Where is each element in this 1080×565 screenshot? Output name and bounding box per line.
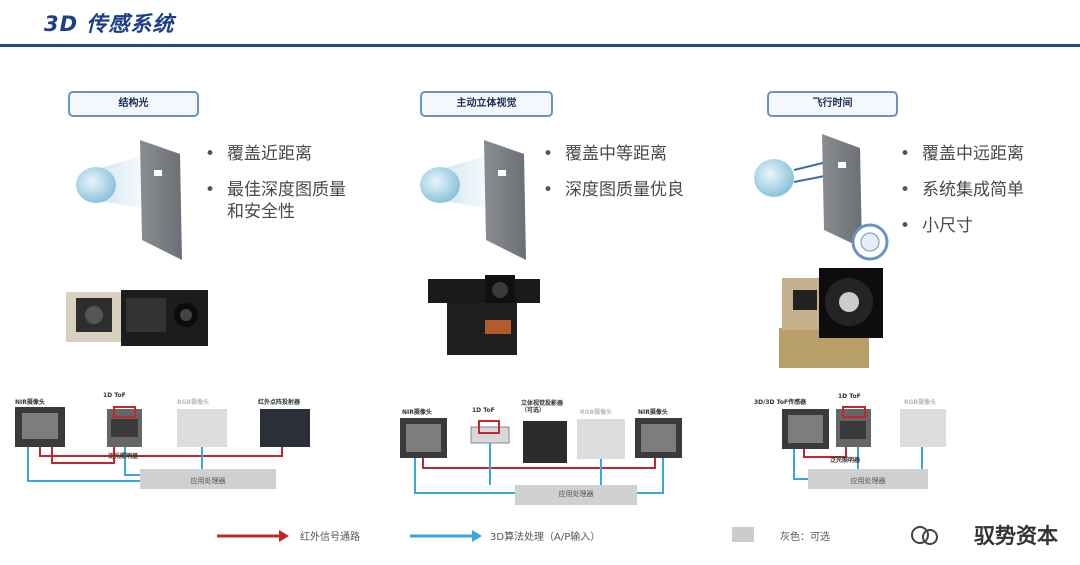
tech-title-structured-light: 结构光	[68, 91, 199, 117]
tof-sensor-label: 3D/3D ToF传感器	[754, 399, 807, 406]
tech-title-active-stereo: 主动立体视觉	[420, 91, 553, 117]
tof-1d-label: 1D ToF	[838, 393, 861, 400]
active-stereo-illustration	[420, 140, 526, 260]
structured-light-block-diagram	[15, 406, 310, 489]
bullet-item: 覆盖中远距离	[900, 143, 1070, 165]
bullet-item: 小尺寸	[900, 215, 1070, 237]
watermark: 驭势资本	[974, 524, 1058, 548]
processor-label: 应用处理器	[850, 477, 886, 485]
structured-light-module-photo	[66, 290, 208, 346]
legend-optional: 灰色：可选	[780, 532, 830, 543]
tof-label: 1D ToF	[472, 407, 495, 414]
tech-title-tof: 飞行时间	[767, 91, 898, 117]
tof-block-diagram	[782, 406, 946, 489]
red-arrow-icon	[217, 530, 289, 542]
legend-grey-swatch	[732, 527, 754, 542]
nir-camera-label: NIR摄像头	[15, 399, 45, 406]
wechat-logo-icon	[911, 526, 938, 545]
bullet-item: 覆盖近距离	[205, 143, 355, 165]
legend-ir-path: 红外信号通路	[300, 532, 360, 543]
header-divider	[0, 44, 1080, 47]
page-header: 3D 传感系统	[0, 0, 1080, 50]
bullet-item: 系统集成简单	[900, 179, 1070, 201]
legend: 红外信号通路 3D算法处理（A/P输入） 灰色：可选	[0, 515, 1080, 555]
structured-light-bullets: 覆盖近距离 最佳深度图质量和安全性	[205, 143, 355, 237]
blue-arrow-icon	[410, 530, 482, 542]
flood-illuminator-label: 泛光照明器	[830, 457, 861, 464]
tof-module-photo	[779, 268, 883, 368]
nir-camera-right-label: NIR摄像头	[638, 409, 668, 416]
page-title: 3D 传感系统	[44, 12, 175, 36]
tof-bullets: 覆盖中远距离 系统集成简单 小尺寸	[900, 143, 1070, 251]
dot-projector-label: 红外点阵投射器	[258, 399, 301, 406]
rgb-camera-label: RGB摄像头	[580, 409, 613, 416]
bullet-item: 深度图质量优良	[543, 179, 713, 201]
processor-label: 应用处理器	[558, 490, 594, 498]
active-stereo-module-photo	[428, 275, 540, 355]
active-stereo-bullets: 覆盖中等距离 深度图质量优良	[543, 143, 713, 215]
rgb-camera-label: RGB摄像头	[177, 399, 210, 406]
active-stereo-block-diagram	[400, 418, 682, 505]
bullet-item: 最佳深度图质量和安全性	[205, 179, 355, 223]
tof-illustration	[754, 134, 889, 261]
tof-label: 1D ToF	[103, 392, 126, 399]
bullet-item: 覆盖中等距离	[543, 143, 713, 165]
rgb-camera-label: RGB摄像头	[904, 399, 937, 406]
nir-camera-left-label: NIR摄像头	[402, 409, 432, 416]
processor-label: 应用处理器	[190, 477, 226, 485]
legend-3d-algo: 3D算法处理（A/P输入）	[490, 532, 601, 543]
stereo-projector-label: 立体视觉投影器（可选）	[521, 400, 564, 415]
flood-illuminator-label: 泛光照明器	[108, 453, 139, 460]
structured-light-illustration	[76, 140, 182, 260]
